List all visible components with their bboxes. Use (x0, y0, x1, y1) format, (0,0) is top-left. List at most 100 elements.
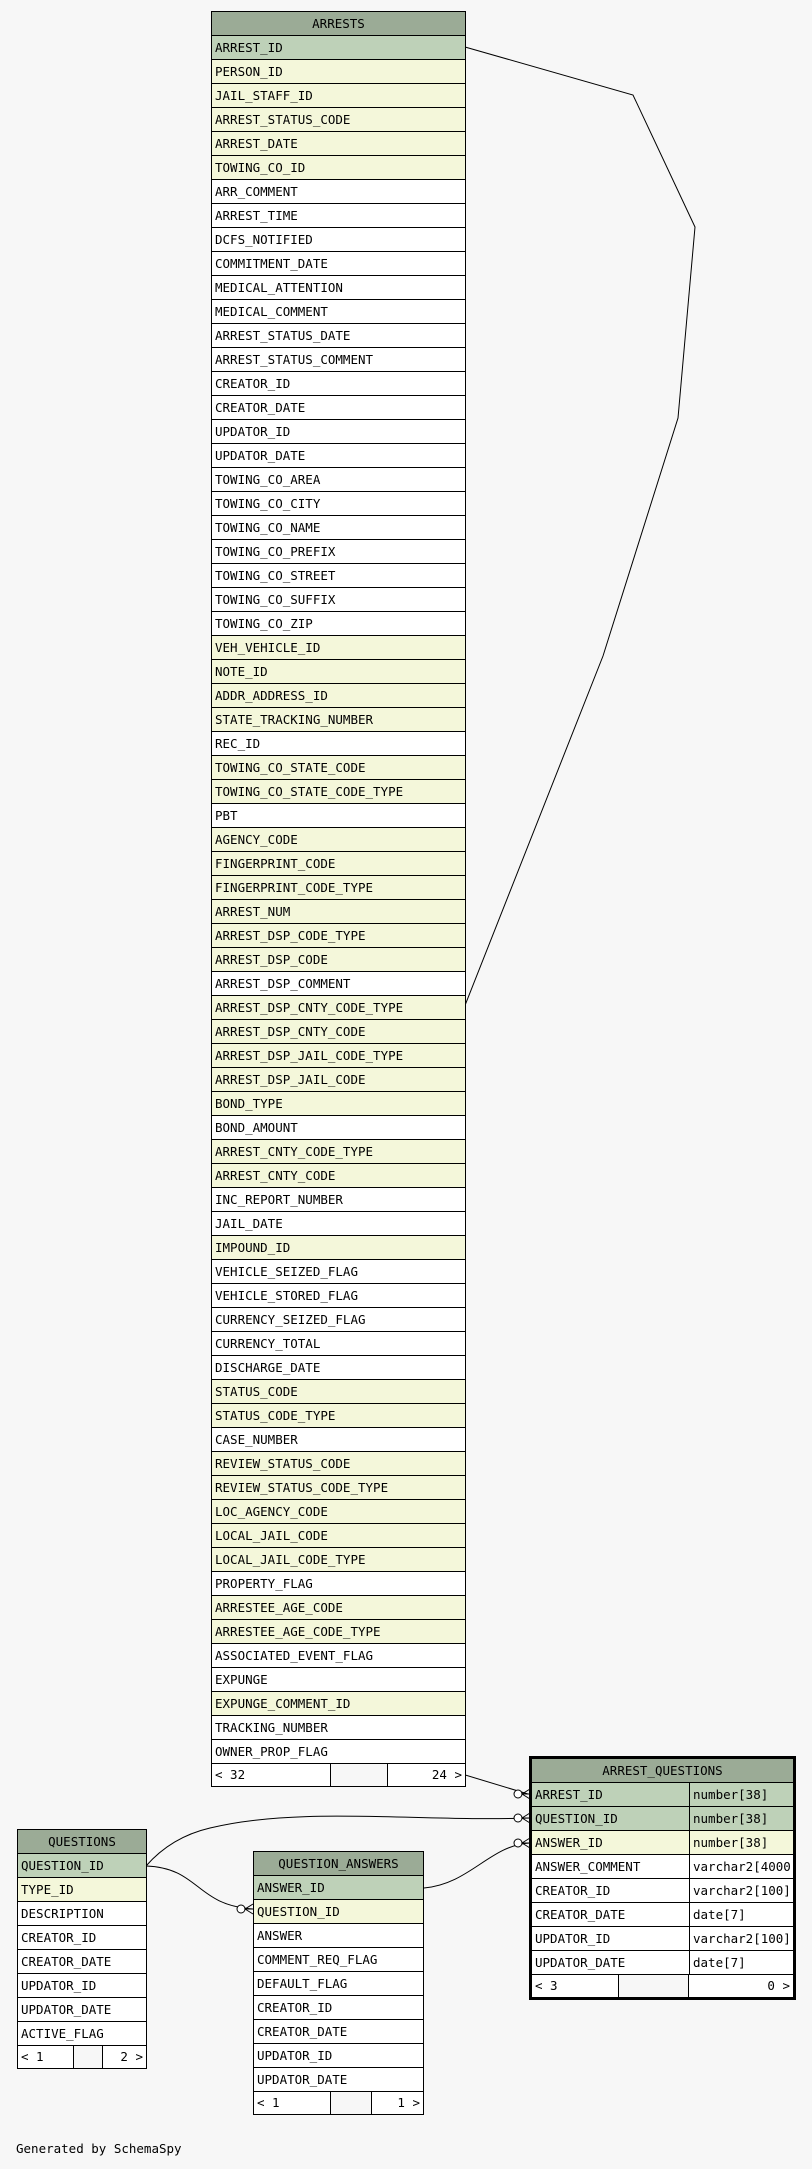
child-count[interactable]: 1 > (397, 2095, 420, 2110)
column-row[interactable]: ARREST_CNTY_CODE_TYPE (212, 1140, 465, 1164)
parent-count[interactable]: < 1 (21, 2049, 44, 2064)
column-row[interactable]: LOC_AGENCY_CODE (212, 1500, 465, 1524)
column-row[interactable]: ARRESTEE_AGE_CODE (212, 1596, 465, 1620)
child-count[interactable]: 0 > (767, 1978, 790, 1993)
column-row[interactable]: TOWING_CO_STREET (212, 564, 465, 588)
column-row[interactable]: PERSON_ID (212, 60, 465, 84)
column-row[interactable]: JAIL_STAFF_ID (212, 84, 465, 108)
column-row[interactable]: PBT (212, 804, 465, 828)
column-row[interactable]: OWNER_PROP_FLAG (212, 1740, 465, 1764)
column-row[interactable]: ARREST_CNTY_CODE (212, 1164, 465, 1188)
column-row[interactable]: BOND_TYPE (212, 1092, 465, 1116)
column-row[interactable]: UPDATOR_DATE (212, 444, 465, 468)
column-row[interactable]: STATUS_CODE_TYPE (212, 1404, 465, 1428)
column-row[interactable]: CREATOR_ID (212, 372, 465, 396)
column-row[interactable]: QUESTION_ID (254, 1900, 423, 1924)
column-row[interactable]: TOWING_CO_CITY (212, 492, 465, 516)
column-row[interactable]: TOWING_CO_ID (212, 156, 465, 180)
column-row[interactable]: TOWING_CO_PREFIX (212, 540, 465, 564)
column-row[interactable]: VEHICLE_SEIZED_FLAG (212, 1260, 465, 1284)
column-row[interactable]: MEDICAL_COMMENT (212, 300, 465, 324)
column-row[interactable]: ARREST_STATUS_DATE (212, 324, 465, 348)
column-row[interactable]: ARREST_DSP_CNTY_CODE_TYPE (212, 996, 465, 1020)
column-row[interactable]: STATE_TRACKING_NUMBER (212, 708, 465, 732)
column-row[interactable]: ANSWER (254, 1924, 423, 1948)
column-row[interactable]: ARREST_NUM (212, 900, 465, 924)
column-row[interactable]: DESCRIPTION (18, 1902, 146, 1926)
column-row[interactable]: UPDATOR_ID (212, 420, 465, 444)
column-row[interactable]: CURRENCY_TOTAL (212, 1332, 465, 1356)
column-row[interactable]: DCFS_NOTIFIED (212, 228, 465, 252)
column-row[interactable]: COMMITMENT_DATE (212, 252, 465, 276)
column-row[interactable]: REC_ID (212, 732, 465, 756)
column-row[interactable]: JAIL_DATE (212, 1212, 465, 1236)
column-row[interactable]: UPDATOR_DATE (18, 1998, 146, 2022)
column-row[interactable]: ARREST_DSP_CNTY_CODE (212, 1020, 465, 1044)
column-row[interactable]: ARREST_DSP_CODE (212, 948, 465, 972)
column-row[interactable]: UPDATOR_ID (254, 2044, 423, 2068)
column-row[interactable]: ARREST_DSP_COMMENT (212, 972, 465, 996)
column-row[interactable]: CURRENCY_SEIZED_FLAG (212, 1308, 465, 1332)
column-row[interactable]: EXPUNGE_COMMENT_ID (212, 1692, 465, 1716)
column-row[interactable]: STATUS_CODE (212, 1380, 465, 1404)
column-row[interactable]: LOCAL_JAIL_CODE (212, 1524, 465, 1548)
column-row[interactable]: CREATOR_ID (18, 1926, 146, 1950)
column-row[interactable]: TYPE_ID (18, 1878, 146, 1902)
column-row[interactable]: TOWING_CO_SUFFIX (212, 588, 465, 612)
column-row[interactable]: ANSWER_ID (254, 1876, 423, 1900)
column-row[interactable]: ARRESTEE_AGE_CODE_TYPE (212, 1620, 465, 1644)
column-row[interactable]: TOWING_CO_STATE_CODE (212, 756, 465, 780)
child-count[interactable]: 2 > (120, 2049, 143, 2064)
column-row[interactable]: BOND_AMOUNT (212, 1116, 465, 1140)
parent-count[interactable]: < 32 (215, 1767, 246, 1782)
column-row[interactable]: ARREST_ID (212, 36, 465, 60)
column-row[interactable]: EXPUNGE (212, 1668, 465, 1692)
column-row[interactable]: CREATOR_DATE (254, 2020, 423, 2044)
column-row[interactable]: TOWING_CO_AREA (212, 468, 465, 492)
column-row[interactable]: UPDATOR_DATE (254, 2068, 423, 2092)
column-row[interactable]: CREATOR_ID (254, 1996, 423, 2020)
column-row[interactable]: TOWING_CO_STATE_CODE_TYPE (212, 780, 465, 804)
column-row[interactable]: ACTIVE_FLAG (18, 2022, 146, 2046)
column-row[interactable]: FINGERPRINT_CODE (212, 852, 465, 876)
column-row[interactable]: ASSOCIATED_EVENT_FLAG (212, 1644, 465, 1668)
column-row[interactable]: AGENCY_CODE (212, 828, 465, 852)
column-row[interactable]: ARREST_TIME (212, 204, 465, 228)
column-row[interactable]: DISCHARGE_DATE (212, 1356, 465, 1380)
column-row[interactable]: VEH_VEHICLE_ID (212, 636, 465, 660)
child-count[interactable]: 24 > (431, 1767, 462, 1782)
column-row[interactable]: CREATOR_DATE (18, 1950, 146, 1974)
column-row[interactable]: QUESTION_ID (18, 1854, 146, 1878)
column-row[interactable]: DEFAULT_FLAG (254, 1972, 423, 1996)
column-row[interactable]: REVIEW_STATUS_CODE (212, 1452, 465, 1476)
column-row[interactable]: COMMENT_REQ_FLAG (254, 1948, 423, 1972)
column-row[interactable]: MEDICAL_ATTENTION (212, 276, 465, 300)
column-row[interactable]: INC_REPORT_NUMBER (212, 1188, 465, 1212)
column-row[interactable]: IMPOUND_ID (212, 1236, 465, 1260)
column-row[interactable]: FINGERPRINT_CODE_TYPE (212, 876, 465, 900)
column-row[interactable]: ADDR_ADDRESS_ID (212, 684, 465, 708)
column-row[interactable]: LOCAL_JAIL_CODE_TYPE (212, 1548, 465, 1572)
column-row[interactable]: TOWING_CO_ZIP (212, 612, 465, 636)
column-row[interactable]: NOTE_ID (212, 660, 465, 684)
column-row[interactable]: UPDATOR_ID (18, 1974, 146, 1998)
column-row[interactable]: CASE_NUMBER (212, 1428, 465, 1452)
column-row[interactable]: ARREST_DSP_CODE_TYPE (212, 924, 465, 948)
column-row[interactable]: ARR_COMMENT (212, 180, 465, 204)
column-row[interactable]: ARREST_DSP_JAIL_CODE (212, 1068, 465, 1092)
column-row[interactable]: PROPERTY_FLAG (212, 1572, 465, 1596)
column-row[interactable]: ARREST_STATUS_COMMENT (212, 348, 465, 372)
column-row[interactable]: ARREST_DATE (212, 132, 465, 156)
